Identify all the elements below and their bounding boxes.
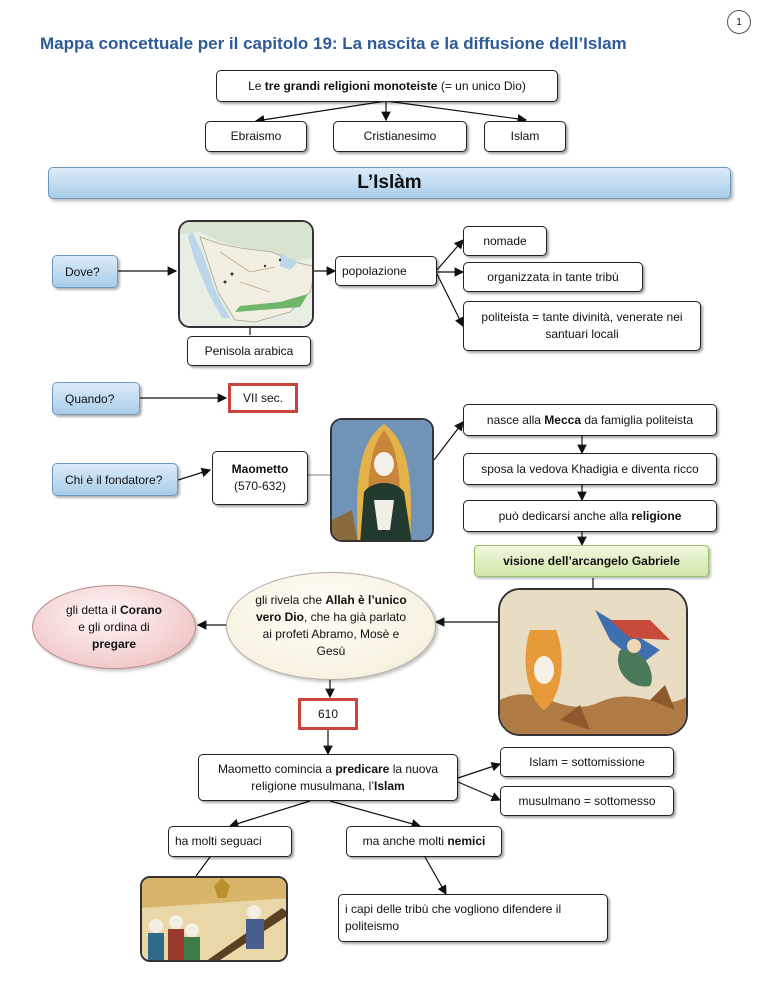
followers-box: ha molti seguaci: [168, 826, 292, 857]
religion-islam: Islam: [484, 121, 566, 152]
timeline-marriage: sposa la vedova Khadigia e diventa ricco: [463, 453, 717, 485]
founder-question: Chi è il fondatore?: [52, 463, 178, 496]
page-title: Mappa concettuale per il capitolo 19: La…: [40, 34, 627, 53]
page-number: 1: [727, 10, 751, 34]
preaching-box: Maometto comincia a predicare la nuova r…: [198, 754, 458, 801]
religion-judaism: Ebraismo: [205, 121, 307, 152]
revelation-ellipse: gli rivela che Allah è l’unico vero Dio,…: [226, 572, 436, 680]
trait-polytheist: politeista = tante divinità, venerate ne…: [463, 301, 701, 351]
enemies-detail-box: i capi delle tribù che vogliono difender…: [338, 894, 608, 942]
where-question: Dove?: [52, 255, 118, 288]
founder-box: Maometto (570-632): [212, 451, 308, 505]
definition-islam: Islam = sottomissione: [500, 747, 674, 777]
population-box: popolazione: [335, 256, 437, 286]
year-610: 610: [298, 698, 358, 730]
timeline-religion: può dedicarsi anche alla religione: [463, 500, 717, 532]
muhammad-illustration: [330, 418, 434, 542]
founder-dates: (570-632): [233, 479, 287, 493]
trait-nomadic: nomade: [463, 226, 547, 256]
when-question: Quando?: [52, 382, 140, 415]
arabian-peninsula-map: [178, 220, 314, 328]
trait-tribes: organizzata in tante tribù: [463, 262, 643, 292]
century-answer: VII sec.: [228, 383, 298, 413]
religion-christianity: Cristianesimo: [333, 121, 467, 152]
enemies-box: ma anche molti nemici: [346, 826, 502, 857]
definition-muslim: musulmano = sottomesso: [500, 786, 674, 816]
founder-name: Maometto: [231, 462, 289, 476]
quran-ellipse: gli detta il Corano e gli ordina di preg…: [32, 585, 196, 669]
arabian-peninsula-label: Penisola arabica: [187, 336, 311, 366]
archangel-gabriel-illustration: [498, 588, 688, 736]
section-banner: L’Islàm: [48, 167, 731, 199]
timeline-born: nasce alla Mecca da famiglia politeista: [463, 404, 717, 436]
followers-illustration: [140, 876, 288, 962]
monotheistic-religions-box: Le tre grandi religioni monoteiste (= un…: [216, 70, 558, 102]
vision-box: visione dell’arcangelo Gabriele: [474, 545, 709, 577]
